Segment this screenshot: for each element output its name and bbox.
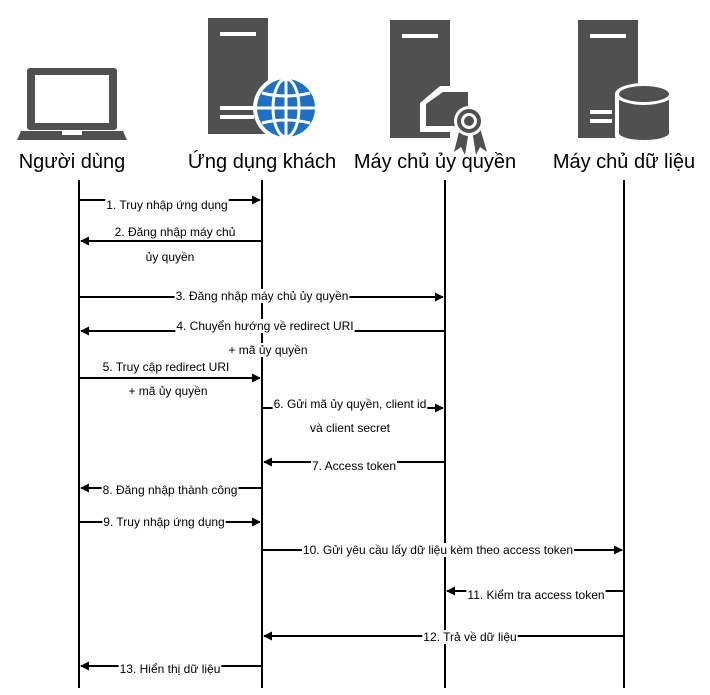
actor-label-resource-server: Máy chủ dữ liệu	[553, 151, 695, 173]
message-label: 3. Đăng nhập máy chủ ủy quyền	[176, 289, 349, 303]
message-11: 11. Kiểm tra access token	[446, 586, 624, 602]
message-12: 12. Trả về dữ liệu	[263, 630, 624, 644]
laptop-icon	[17, 68, 127, 140]
label-background	[101, 483, 239, 497]
ribbon-badge-icon	[454, 106, 487, 155]
actor-label-client: Ứng dụng khách	[188, 150, 336, 173]
message-7: 7. Access token	[263, 457, 445, 473]
message-4: 4. Chuyển hướng về redirect URI + mã ủy …	[80, 319, 445, 357]
actor-label-auth-server: Máy chủ ủy quyền	[354, 151, 516, 173]
globe-icon	[257, 77, 315, 139]
label-background	[272, 397, 428, 411]
message-13: 13. Hiển thị dữ liệu	[80, 661, 262, 676]
label-background	[105, 198, 229, 212]
message-label: 13. Hiển thị dữ liệu	[120, 662, 221, 676]
label-background	[175, 319, 355, 333]
server-globe-icon	[208, 18, 319, 141]
label-background	[144, 250, 196, 264]
label-background	[301, 543, 575, 557]
message-5: 5. Truy cập redirect URI + mã ủy quyền	[79, 360, 261, 398]
label-background	[308, 421, 392, 435]
message-label-line-2: và client secret	[310, 421, 391, 435]
message-10: 10. Gửi yêu cầu lấy dữ liệu kèm theo acc…	[262, 543, 623, 557]
database-icon	[615, 83, 673, 145]
message-label: 9. Truy nhập ứng dụng	[103, 515, 224, 529]
actor-label-user: Người dùng	[19, 151, 126, 173]
message-label: 8. Đăng nhập thành công	[103, 483, 238, 497]
message-label: 4. Chuyển hướng về redirect URI	[176, 319, 353, 333]
message-label: 6. Gửi mã ủy quyền, client id	[274, 397, 427, 411]
message-3: 3. Đăng nhập máy chủ ủy quyền	[79, 289, 444, 303]
label-background	[127, 384, 209, 398]
message-6: 6. Gửi mã ủy quyền, client id và client …	[262, 397, 444, 435]
message-2: 2. Đăng nhập máy chủ ủy quyền	[80, 225, 262, 264]
message-label: 5. Truy cập redirect URI	[103, 360, 230, 374]
message-9: 9. Truy nhập ứng dụng	[79, 515, 261, 529]
message-label: 2. Đăng nhập máy chủ	[115, 225, 236, 239]
message-label: 7. Access token	[312, 459, 396, 473]
label-background	[102, 515, 226, 529]
label-background	[310, 459, 398, 473]
label-background	[101, 360, 231, 374]
label-background	[466, 588, 606, 602]
message-label-line-2: + mã ủy quyền	[228, 343, 307, 357]
message-label: 1. Truy nhập ứng dụng	[106, 198, 227, 212]
server-database-icon	[578, 20, 673, 145]
message-label-line-2: + mã ủy quyền	[128, 384, 207, 398]
label-background	[118, 662, 222, 676]
message-8: 8. Đăng nhập thành công	[80, 483, 262, 497]
message-label: 11. Kiểm tra access token	[467, 588, 604, 602]
label-background	[113, 225, 237, 239]
message-1: 1. Truy nhập ứng dụng	[79, 195, 261, 212]
label-background	[174, 289, 350, 303]
message-label-line-2: ủy quyền	[146, 250, 195, 264]
server-certificate-icon	[390, 20, 487, 155]
label-background	[422, 630, 518, 644]
message-label: 12. Trả về dữ liệu	[423, 630, 516, 644]
message-label: 10. Gửi yêu cầu lấy dữ liệu kèm theo acc…	[303, 543, 573, 557]
label-background	[227, 343, 309, 357]
